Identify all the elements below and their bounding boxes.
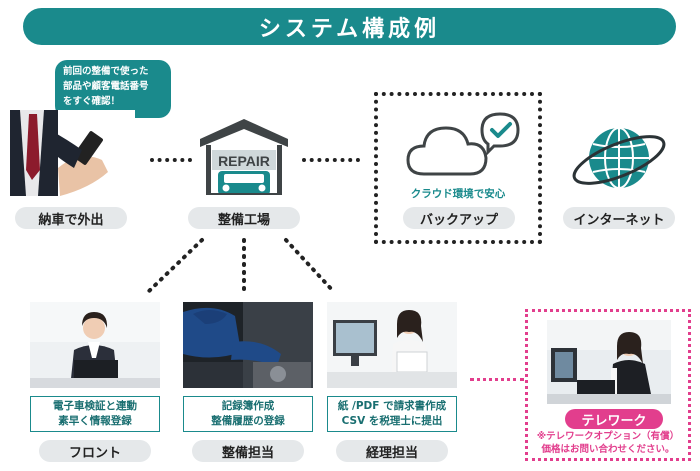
- accountant-label: 経理担当: [336, 440, 448, 462]
- front-label: フロント: [39, 440, 151, 462]
- globe-icon: [568, 118, 670, 198]
- internet-label: インターネット: [563, 207, 675, 229]
- garage-icon: REPAIR: [198, 117, 290, 197]
- repair-sign: REPAIR: [218, 153, 270, 169]
- desc-line: 整備履歴の登録: [211, 415, 285, 427]
- desc-line: 電子車検証と連動: [53, 400, 137, 412]
- bubble-line: をすぐ確認！: [63, 96, 121, 107]
- front-desk-photo: [30, 302, 160, 388]
- telework-connector: [470, 378, 524, 381]
- connector-line: [302, 158, 360, 162]
- telework-label: テレワーク: [565, 409, 663, 429]
- bubble-line: 前回の整備で使った: [63, 66, 149, 77]
- garage-label: 整備工場: [188, 207, 300, 229]
- bubble-line: 部品や顧客電話番号: [63, 81, 149, 92]
- connector-line: [150, 158, 192, 162]
- backup-box: [374, 92, 542, 244]
- desc-line: 素早く情報登録: [58, 415, 132, 427]
- delivery-label: 納車で外出: [15, 207, 127, 229]
- cloud-caption: クラウド環境で安心: [410, 188, 506, 200]
- desc-line: CSV を税理士に提出: [341, 415, 443, 427]
- backup-label: バックアップ: [403, 207, 515, 229]
- mechanic-photo: [183, 302, 313, 388]
- telework-box: [525, 309, 691, 461]
- front-desc: 電子車検証と連動 素早く情報登録: [30, 396, 160, 432]
- businessman-photo: [10, 110, 135, 196]
- mechanic-desc: 記録簿作成 整備履歴の登録: [183, 396, 313, 432]
- telework-photo: [547, 320, 671, 404]
- desc-line: 紙 /PDF で請求書作成: [337, 400, 447, 412]
- page-title: システム構成例: [23, 8, 676, 45]
- cloud-check-icon: [404, 108, 524, 186]
- accountant-photo: [327, 302, 457, 388]
- accountant-desc: 紙 /PDF で請求書作成 CSV を税理士に提出: [327, 396, 457, 432]
- mechanic-label: 整備担当: [192, 440, 304, 462]
- desc-line: 記録簿作成: [221, 400, 275, 412]
- note-line: ※テレワークオプション（有償）: [536, 431, 680, 442]
- speech-bubble: 前回の整備で使った 部品や顧客電話番号 をすぐ確認！: [55, 60, 171, 118]
- telework-note: ※テレワークオプション（有償） 価格はお問い合わせください。: [527, 430, 689, 456]
- note-line: 価格はお問い合わせください。: [541, 444, 675, 455]
